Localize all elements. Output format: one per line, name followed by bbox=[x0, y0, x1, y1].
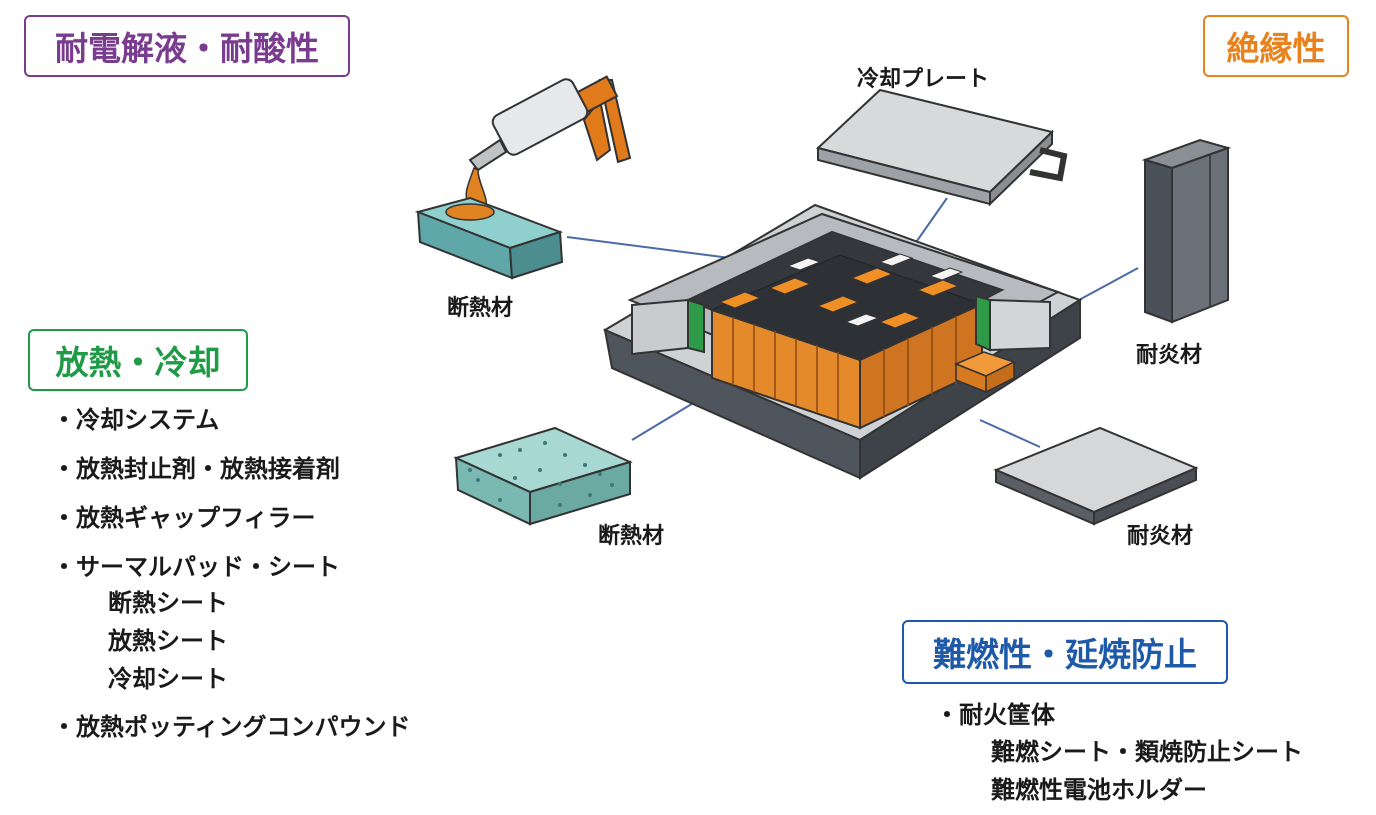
sub-item: 放熱シート bbox=[108, 627, 228, 655]
list-item-label: ・サーマルパッド・シート bbox=[52, 553, 340, 581]
badge-electrolyte: 耐電解液・耐酸性 bbox=[24, 15, 350, 77]
insulation-block-icon bbox=[453, 426, 633, 526]
badge-insulation: 絶縁性 bbox=[1203, 15, 1349, 77]
sub-item: 難燃シート・類焼防止シート bbox=[991, 738, 1303, 766]
list-item: ・冷却システム bbox=[52, 406, 220, 434]
flame-list: ・耐火筐体 難燃シート・類焼防止シート 難燃性電池ホルダー bbox=[935, 697, 1303, 809]
label-insulation-top: 断熱材 bbox=[447, 296, 514, 321]
cooling-plate-icon bbox=[815, 88, 1068, 207]
label-cooling-plate: 冷却プレート bbox=[857, 67, 990, 92]
badge-flame-retardant: 難燃性・延焼防止 bbox=[902, 620, 1228, 684]
fireproof-panel-icon bbox=[1141, 138, 1232, 324]
cooling-list: ・冷却システム ・放熱封止剤・放熱接着剤 ・放熱ギャップフィラー ・サーマルパッ… bbox=[52, 403, 411, 759]
list-item: ・サーマルパッド・シート 断熱シート 放熱シート 冷却シート bbox=[52, 550, 411, 698]
list-item: ・放熱ギャップフィラー bbox=[52, 504, 316, 532]
list-item: ・耐火筐体 bbox=[935, 701, 1055, 729]
list-item: ・放熱封止剤・放熱接着剤 bbox=[52, 455, 340, 483]
label-fireproof-right: 耐炎材 bbox=[1136, 343, 1203, 368]
insulation-block-icon bbox=[414, 196, 564, 280]
list-item: ・放熱ポッティングコンパウンド bbox=[52, 713, 411, 741]
fireproof-panel-icon bbox=[993, 426, 1199, 526]
label-insulation-bottom: 断熱材 bbox=[598, 524, 665, 549]
sub-item: 断熱シート bbox=[108, 589, 228, 617]
caulking-gun-icon bbox=[465, 75, 632, 211]
label-fireproof-bottom: 耐炎材 bbox=[1127, 524, 1194, 549]
battery-pack-icon bbox=[602, 203, 1083, 480]
badge-heat-cooling: 放熱・冷却 bbox=[28, 329, 248, 391]
sub-item: 冷却シート bbox=[108, 665, 228, 693]
sub-item: 難燃性電池ホルダー bbox=[991, 776, 1207, 804]
